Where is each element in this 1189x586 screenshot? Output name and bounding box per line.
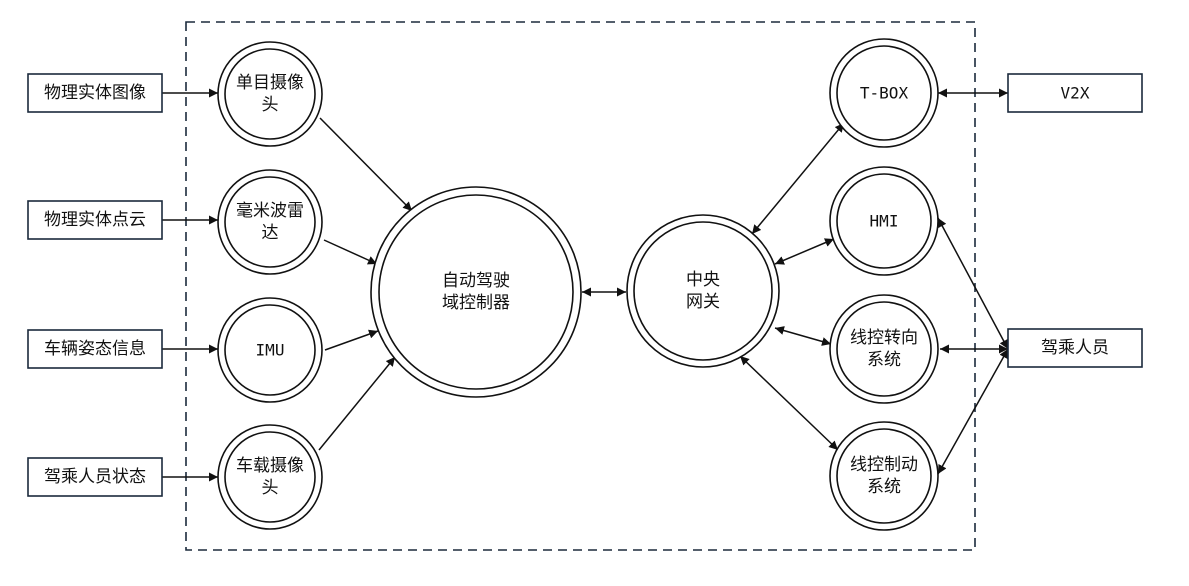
edge-cabin-camera-to-adas-domain-controller: [318, 356, 396, 451]
edge-central-gateway-to-tbox: [751, 122, 845, 235]
hmi-node: HMI: [829, 166, 939, 276]
edge-central-gateway-to-brake-by-wire: [739, 355, 839, 451]
edge-imu-to-adas-domain-controller: [324, 329, 379, 351]
steer-by-wire-inner-ring: [836, 301, 932, 397]
v2x-box-border: [1007, 73, 1143, 113]
adas-domain-controller-label-line-2: 域控制器: [442, 293, 510, 313]
edges-layer: [162, 88, 1009, 482]
input-vehicle-state-label: 车辆姿态信息: [44, 339, 146, 359]
input-vehicle-state-box-border: [27, 329, 163, 369]
edge-mono-camera-to-adas-domain-controller: [319, 117, 413, 212]
edge-central-gateway-to-steer-by-wire: [774, 326, 832, 346]
imu-inner-ring: [224, 304, 316, 396]
cabin-camera-label-line-2: 头: [262, 478, 279, 498]
input-image-box: 物理实体图像: [27, 73, 163, 113]
input-pointcloud-box: 物理实体点云: [27, 200, 163, 240]
hmi-label: HMI: [870, 212, 899, 231]
edge-occupant-to-brake-by-wire: [937, 348, 1009, 475]
central-gateway-inner-ring: [633, 221, 773, 361]
tbox-inner-ring: [836, 45, 932, 141]
adas-domain-controller-inner-ring: [378, 194, 574, 390]
edge-occupant-to-hmi: [937, 217, 1009, 350]
input-occupant-state-box-border: [27, 457, 163, 497]
brake-by-wire-label-line-1: 线控制动: [850, 455, 918, 475]
input-pointcloud-box-border: [27, 200, 163, 240]
input-pointcloud-label: 物理实体点云: [44, 210, 146, 230]
cabin-camera-inner-ring: [224, 431, 316, 523]
input-image-label: 物理实体图像: [44, 83, 146, 103]
input-vehicle-state-box: 车辆姿态信息: [27, 329, 163, 369]
input-occupant-state-label: 驾乘人员状态: [44, 467, 146, 487]
steer-by-wire-label-line-2: 系统: [867, 350, 901, 370]
adas-domain-controller-label-line-1: 自动驾驶: [442, 271, 510, 291]
v2x-box: V2X: [1007, 73, 1143, 113]
steer-by-wire-label-line-1: 线控转向: [850, 328, 918, 348]
brake-by-wire-inner-ring: [836, 428, 932, 524]
cabin-camera-label-line-1: 车载摄像: [236, 456, 304, 476]
imu-node: IMU: [217, 297, 323, 403]
mmwave-radar-inner-ring: [224, 176, 316, 268]
central-gateway-label-line-1: 中央: [686, 270, 720, 290]
tbox-node: T-BOX: [829, 38, 939, 148]
input-image-box-border: [27, 73, 163, 113]
occupant-box: 驾乘人员: [1007, 328, 1143, 368]
v2x-label: V2X: [1061, 84, 1090, 103]
tbox-label: T-BOX: [860, 84, 909, 103]
imu-label: IMU: [256, 341, 285, 360]
hmi-inner-ring: [836, 173, 932, 269]
mono-camera-label-line-2: 头: [262, 95, 279, 115]
occupant-label: 驾乘人员: [1041, 338, 1109, 358]
mono-camera-label-line-1: 单目摄像: [236, 73, 304, 93]
input-occupant-state-box: 驾乘人员状态: [27, 457, 163, 497]
nodes-layer: 物理实体图像物理实体点云车辆姿态信息驾乘人员状态V2X驾乘人员单目摄像头毫米波雷…: [27, 38, 1143, 531]
mono-camera-inner-ring: [224, 48, 316, 140]
edge-mmwave-radar-to-adas-domain-controller: [323, 239, 378, 265]
occupant-box-border: [1007, 328, 1143, 368]
mmwave-radar-label-line-2: 达: [262, 223, 279, 243]
mmwave-radar-label-line-1: 毫米波雷: [236, 201, 304, 221]
central-gateway-label-line-2: 网关: [686, 292, 720, 312]
brake-by-wire-label-line-2: 系统: [867, 477, 901, 497]
edge-central-gateway-to-hmi: [774, 238, 835, 265]
